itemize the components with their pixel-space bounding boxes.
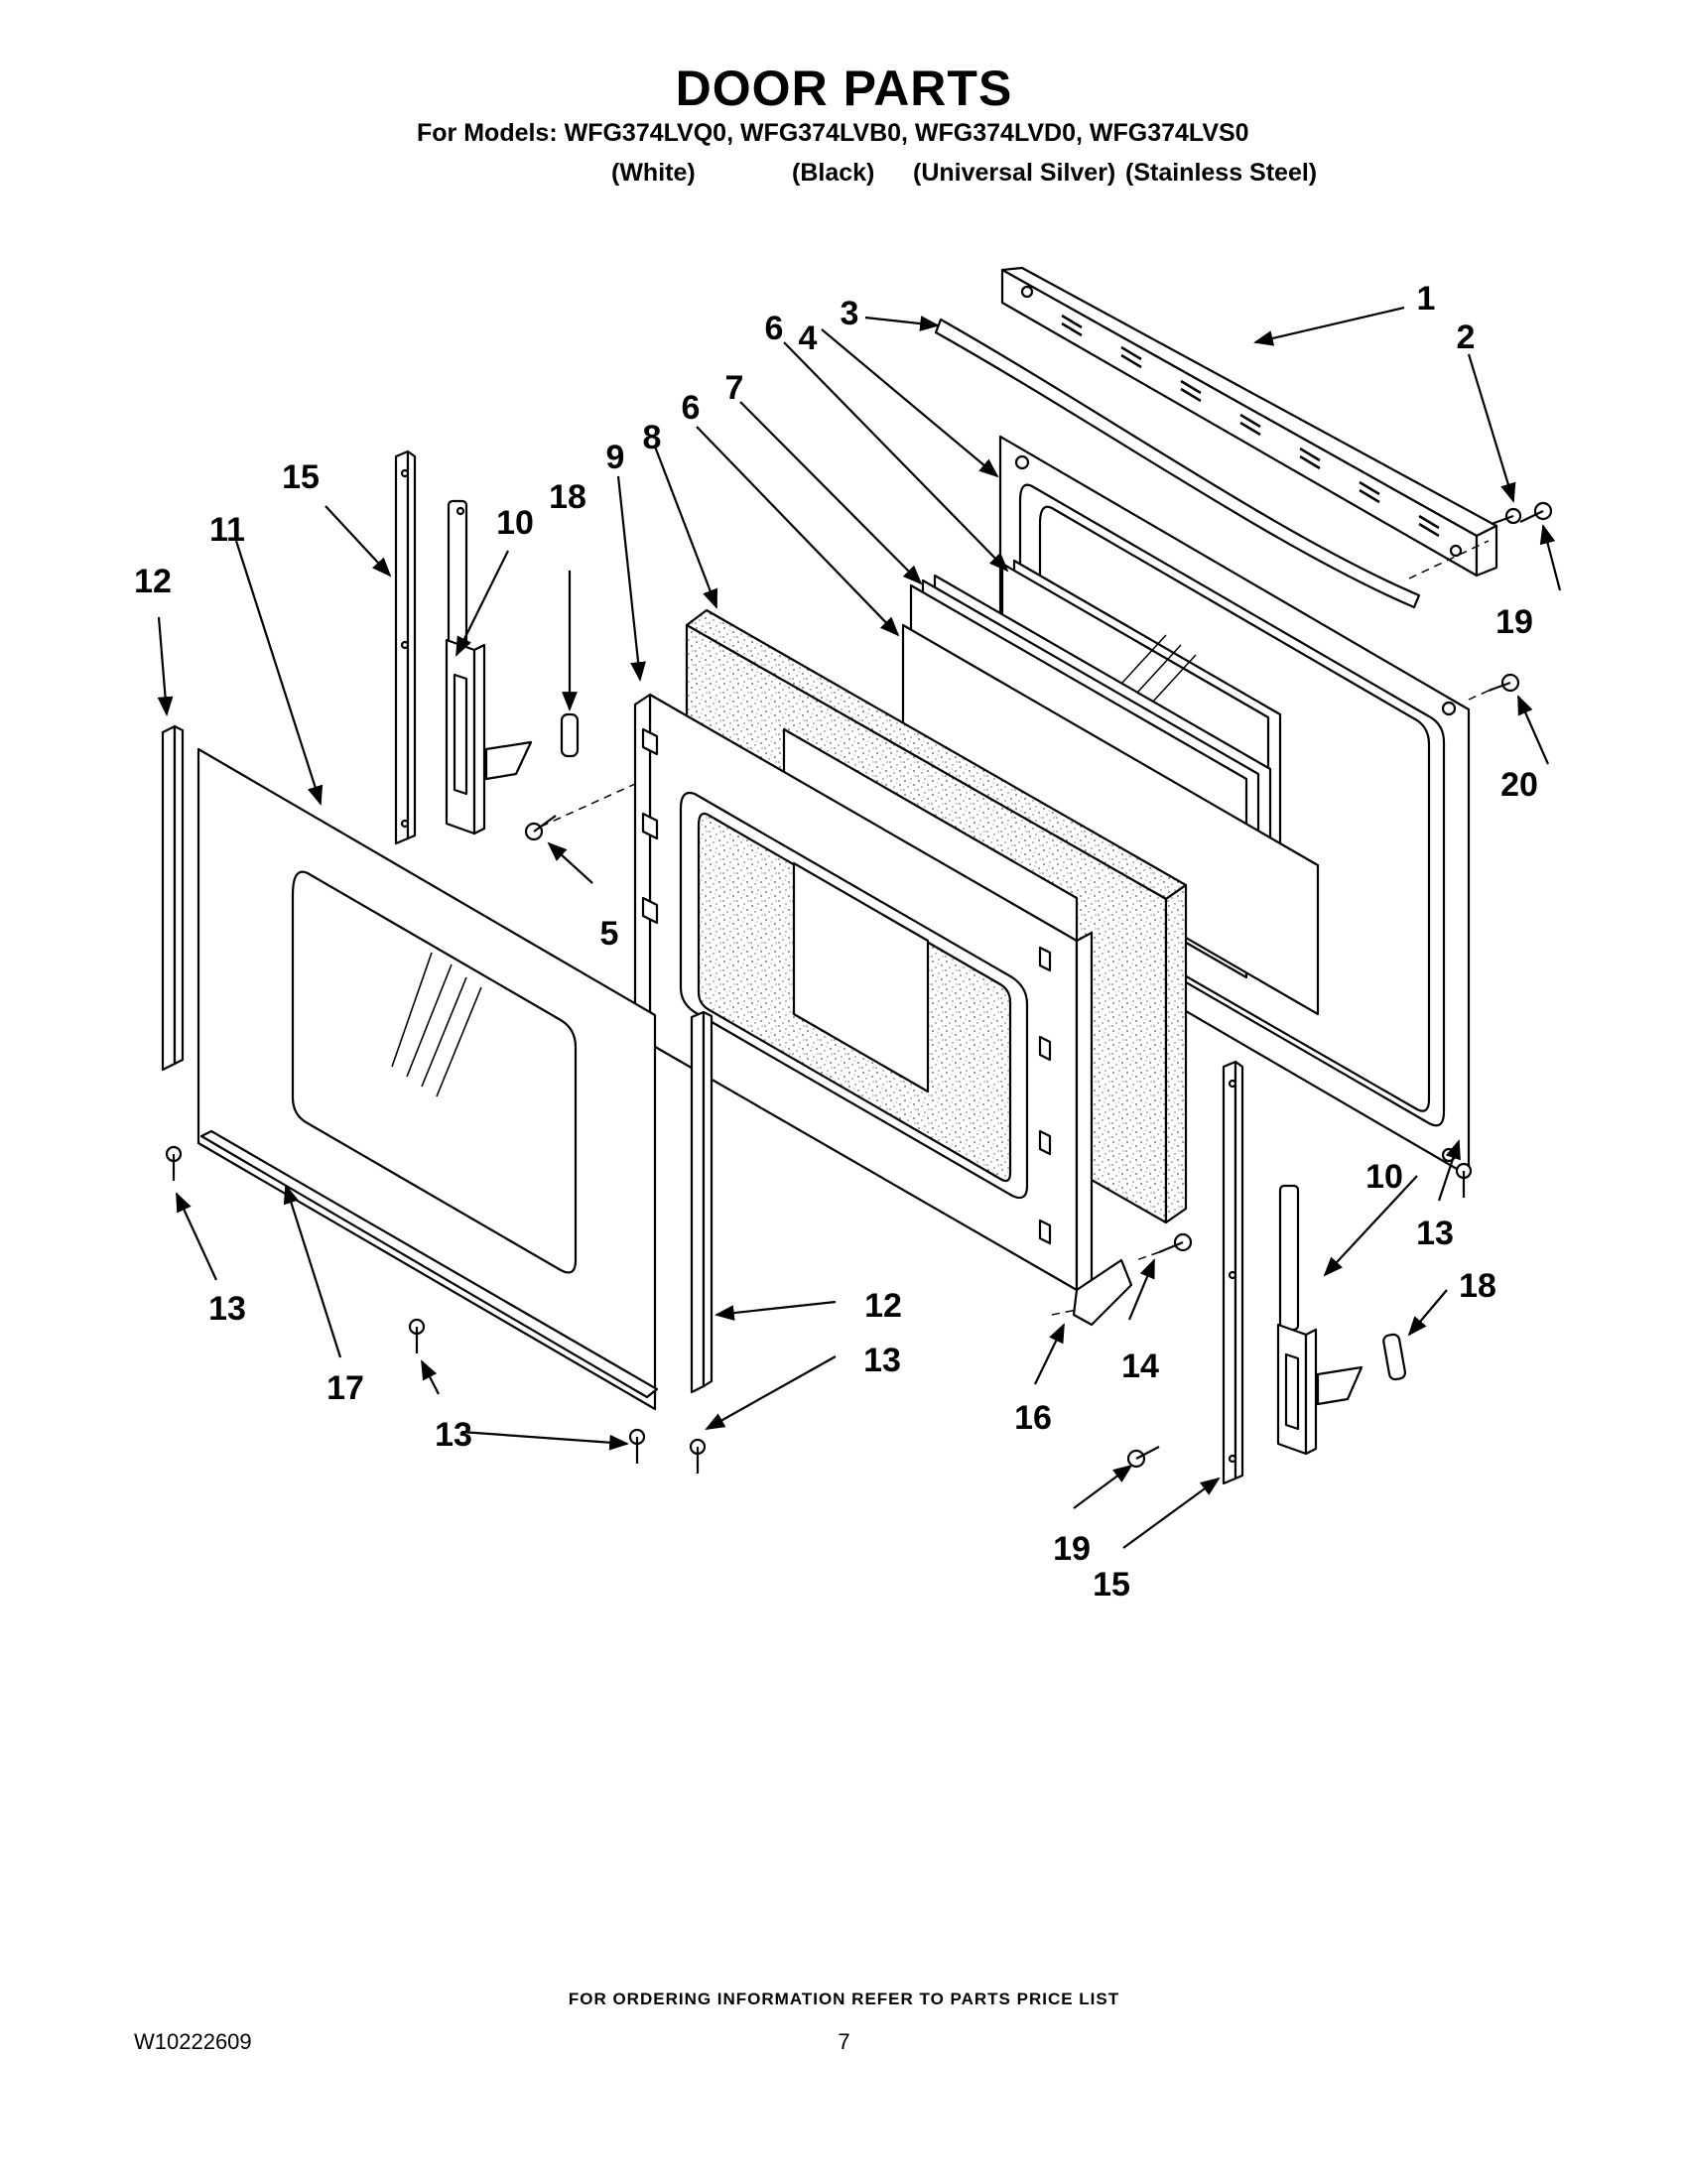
callout-18-right: 18	[1459, 1267, 1496, 1305]
part-12-left-trim	[161, 724, 185, 1072]
callout-15-upper: 15	[282, 458, 320, 496]
page-number: 7	[838, 2029, 850, 2054]
part-18-right-clip	[1382, 1333, 1407, 1381]
part-16-bracket	[1072, 1258, 1133, 1327]
callout-5: 5	[600, 915, 619, 953]
page-title: DOOR PARTS	[675, 61, 1013, 116]
part-3-handle	[934, 318, 1421, 609]
callout-18-left: 18	[549, 478, 586, 516]
callout-2: 2	[1457, 319, 1476, 356]
callout-7: 7	[725, 369, 744, 407]
ordering-note: FOR ORDERING INFORMATION REFER TO PARTS …	[568, 1990, 1120, 2008]
part-14-screw	[1158, 1232, 1193, 1254]
callout-19-bottom: 19	[1053, 1530, 1091, 1568]
callout-6-lower: 6	[682, 389, 701, 427]
callout-13-liner: 13	[1416, 1215, 1454, 1252]
part-13-screw-bottom	[628, 1428, 646, 1464]
part-9-inner-panel	[633, 693, 1094, 1292]
part-17-bottom-trim	[199, 1129, 659, 1399]
part-19-bottom-screw	[1126, 1446, 1160, 1469]
variant-white: (White)	[611, 159, 696, 187]
callout-16: 16	[1014, 1399, 1052, 1437]
callout-13-right-trim: 13	[863, 1342, 901, 1379]
callout-9: 9	[606, 439, 625, 476]
part-12-right-trim	[690, 1010, 714, 1394]
callout-10-right: 10	[1365, 1158, 1403, 1196]
callout-20: 20	[1500, 766, 1538, 804]
variant-stainless-steel: (Stainless Steel)	[1125, 159, 1318, 187]
callout-4: 4	[799, 320, 818, 357]
callout-10-left: 10	[496, 504, 534, 542]
part-2-screw	[1491, 507, 1522, 526]
part-11-outer-door	[196, 747, 657, 1411]
part-13-screw-left	[165, 1145, 183, 1181]
models-line: For Models: WFG374LVQ0, WFG374LVB0, WFG3…	[417, 119, 1249, 147]
part-13-screw-middle	[408, 1318, 426, 1353]
part-15-left-hinge-receiver	[394, 450, 417, 845]
callout-15-lower: 15	[1093, 1566, 1130, 1604]
part-18-left-clip	[560, 712, 580, 758]
callout-17: 17	[326, 1369, 364, 1407]
variant-black: (Black)	[792, 159, 875, 187]
callout-6-upper: 6	[765, 310, 784, 347]
callout-12-left: 12	[134, 563, 172, 600]
part-13-screw-liner	[1455, 1162, 1473, 1198]
callout-1: 1	[1417, 280, 1436, 318]
part-10-left-hinge	[445, 499, 533, 835]
callout-11: 11	[209, 511, 245, 549]
part-20-screw	[1488, 673, 1520, 693]
part-13-screw-right-trim	[689, 1438, 707, 1474]
variant-universal-silver: (Universal Silver)	[913, 159, 1116, 187]
document-number: W10222609	[134, 2029, 252, 2054]
part-5-screw	[524, 815, 557, 841]
callout-14: 14	[1121, 1348, 1159, 1385]
part-15-right-hinge-receiver	[1222, 1060, 1244, 1485]
callout-12-right: 12	[864, 1287, 902, 1325]
part-19-top-screw	[1519, 501, 1553, 523]
part-1-vent-trim	[1000, 266, 1498, 578]
callout-13-left: 13	[208, 1290, 246, 1328]
callout-8: 8	[643, 419, 662, 456]
callout-3: 3	[841, 295, 859, 332]
callout-19-top: 19	[1495, 603, 1533, 641]
callout-13-bottom: 13	[435, 1416, 472, 1454]
part-10-right-hinge	[1276, 1184, 1363, 1456]
